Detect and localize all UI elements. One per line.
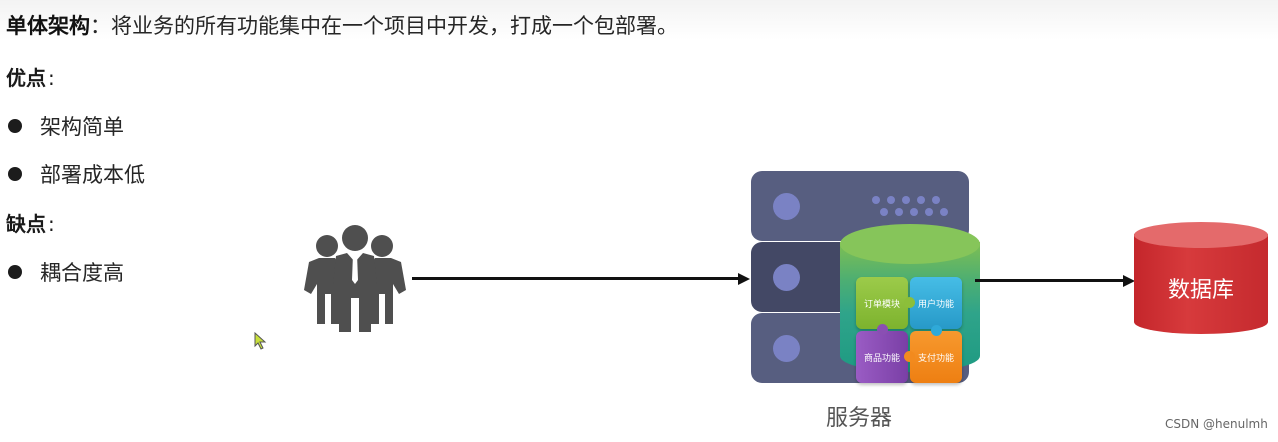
server-led-icon	[773, 335, 800, 362]
cons-heading: 缺点:	[6, 208, 55, 237]
intro-term: 单体架构	[6, 14, 90, 38]
module-user: 用户功能	[910, 277, 962, 329]
module-order: 订单模块	[856, 277, 908, 329]
pros-item: 架构简单	[6, 111, 124, 141]
module-payment: 支付功能	[910, 331, 962, 383]
application-cylinder: 订单模块 用户功能 商品功能 支付功能	[840, 224, 980, 384]
database-body	[1134, 234, 1268, 334]
vent-dot	[917, 196, 925, 204]
intro-definition: 将业务的所有功能集中在一个项目中开发，打成一个包部署。	[111, 14, 678, 38]
cons-item-text: 耦合度高	[40, 261, 124, 285]
bullet-icon	[8, 265, 22, 279]
vent-dot	[910, 208, 918, 216]
module-payment-label: 支付功能	[917, 353, 954, 364]
puzzle-knob	[877, 324, 888, 335]
vent-dot	[887, 196, 895, 204]
database-cylinder: 数据库	[1134, 222, 1268, 340]
arrow-head-icon	[1123, 275, 1135, 287]
module-product-label: 商品功能	[863, 353, 900, 364]
pros-item: 部署成本低	[6, 159, 145, 189]
bullet-icon	[8, 119, 22, 133]
users-group-icon	[304, 225, 406, 332]
intro-line: 单体架构：将业务的所有功能集中在一个项目中开发，打成一个包部署。	[6, 12, 678, 40]
bullet-icon	[8, 167, 22, 181]
module-product: 商品功能	[856, 331, 908, 383]
mouse-cursor-icon	[254, 332, 267, 350]
pros-item-text: 部署成本低	[40, 163, 145, 187]
vent-dot	[940, 208, 948, 216]
puzzle-knob	[931, 325, 942, 336]
vent-dot	[925, 208, 933, 216]
cons-heading-text: 缺点	[6, 212, 46, 236]
module-user-label: 用户功能	[917, 299, 954, 310]
database-label: 数据库	[1167, 278, 1234, 303]
puzzle-knob	[904, 297, 915, 308]
cons-colon: :	[48, 212, 55, 236]
vent-dot	[895, 208, 903, 216]
server-label: 服务器	[826, 406, 893, 431]
vent-dot	[880, 208, 888, 216]
vent-dot	[872, 196, 880, 204]
vent-dot	[932, 196, 940, 204]
vent-dot	[902, 196, 910, 204]
pros-heading: 优点:	[6, 62, 55, 91]
puzzle-knob	[904, 351, 915, 362]
arrow-head-icon	[738, 273, 750, 285]
pros-heading-text: 优点	[6, 66, 46, 90]
module-order-label: 订单模块	[863, 299, 900, 310]
intro-separator: ：	[90, 14, 111, 38]
server-led-icon	[773, 264, 800, 291]
arrow-users-to-server	[412, 277, 738, 280]
watermark: CSDN @henulmh	[1165, 417, 1268, 431]
arrow-server-to-database	[975, 279, 1123, 282]
server-led-icon	[773, 193, 800, 220]
pros-item-text: 架构简单	[40, 115, 124, 139]
cons-item: 耦合度高	[6, 257, 124, 287]
pros-colon: :	[48, 66, 55, 90]
cylinder-top	[840, 224, 980, 264]
database-top	[1134, 222, 1268, 248]
